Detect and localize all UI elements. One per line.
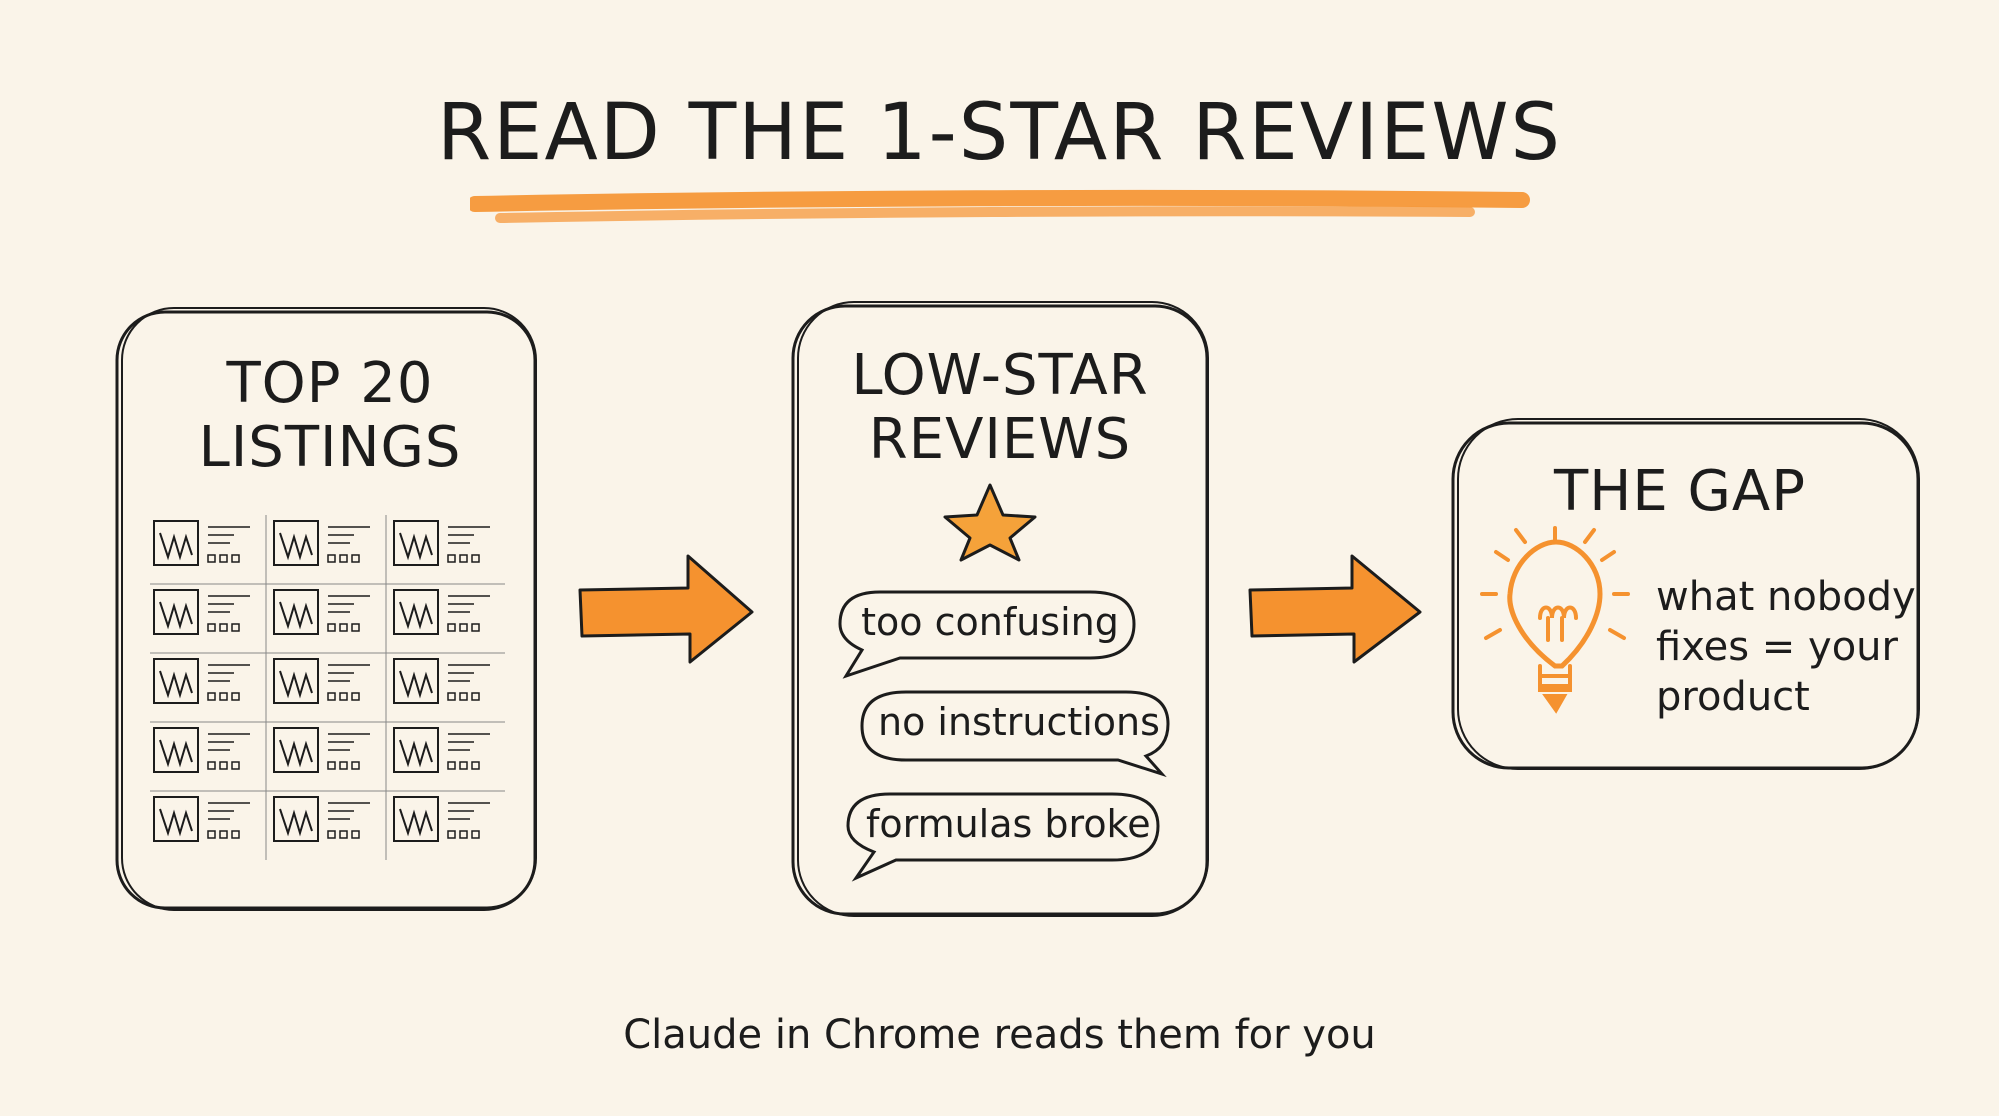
listing-thumbnail-icon xyxy=(393,658,490,704)
review-quote: formulas broke xyxy=(866,802,1151,846)
gap-description: what nobody fixes = your product xyxy=(1656,572,1916,722)
arrow-right-icon xyxy=(578,554,754,664)
speech-bubble xyxy=(860,690,1170,778)
listing-thumbnail-icon xyxy=(393,727,490,773)
card-low-star-reviews xyxy=(791,301,1209,917)
review-quote: too confusing xyxy=(861,600,1119,644)
speech-bubble xyxy=(846,792,1160,882)
star-icon xyxy=(943,483,1037,562)
listings-grid xyxy=(150,515,505,860)
title-underline xyxy=(470,189,1530,223)
listing-thumbnail-icon xyxy=(273,658,370,704)
gap-text-line: what nobody xyxy=(1656,574,1916,620)
speech-bubble xyxy=(838,590,1136,679)
lightbulb-icon xyxy=(1480,526,1630,714)
listing-thumbnail-icon xyxy=(153,796,250,842)
listing-thumbnail-icon xyxy=(393,589,490,635)
caption: Claude in Chrome reads them for you xyxy=(623,1012,1376,1058)
step-heading-line: TOP 20 xyxy=(226,351,434,416)
card-top-listings xyxy=(115,307,537,911)
listing-thumbnail-icon xyxy=(273,520,370,566)
listing-thumbnail-icon xyxy=(153,520,250,566)
card-the-gap xyxy=(1451,418,1920,770)
listing-thumbnail-icon xyxy=(273,589,370,635)
listing-thumbnail-icon xyxy=(153,658,250,704)
gap-text-line: product xyxy=(1656,674,1810,720)
listing-thumbnail-icon xyxy=(393,520,490,566)
listing-thumbnail-icon xyxy=(273,796,370,842)
arrow-right-icon xyxy=(1248,554,1422,664)
listings-grid-drawing xyxy=(150,515,505,860)
listing-thumbnail-icon xyxy=(153,589,250,635)
gap-text-line: fixes = your xyxy=(1656,624,1898,670)
listing-thumbnail-icon xyxy=(393,796,490,842)
review-quote: no instructions xyxy=(878,700,1160,744)
page-title: READ THE 1-STAR REVIEWS xyxy=(436,88,1563,178)
step-heading-line: REVIEWS xyxy=(868,407,1132,472)
listing-thumbnail-icon xyxy=(153,727,250,773)
step-heading: TOP 20 LISTINGS xyxy=(160,352,500,480)
step-heading: THE GAP xyxy=(1480,460,1880,524)
step-heading: LOW-STAR REVIEWS xyxy=(830,344,1170,472)
step-heading-line: LISTINGS xyxy=(198,415,462,480)
step-heading-line: LOW-STAR xyxy=(851,343,1149,408)
step-heading-line: THE GAP xyxy=(1554,459,1806,524)
listing-thumbnail-icon xyxy=(273,727,370,773)
